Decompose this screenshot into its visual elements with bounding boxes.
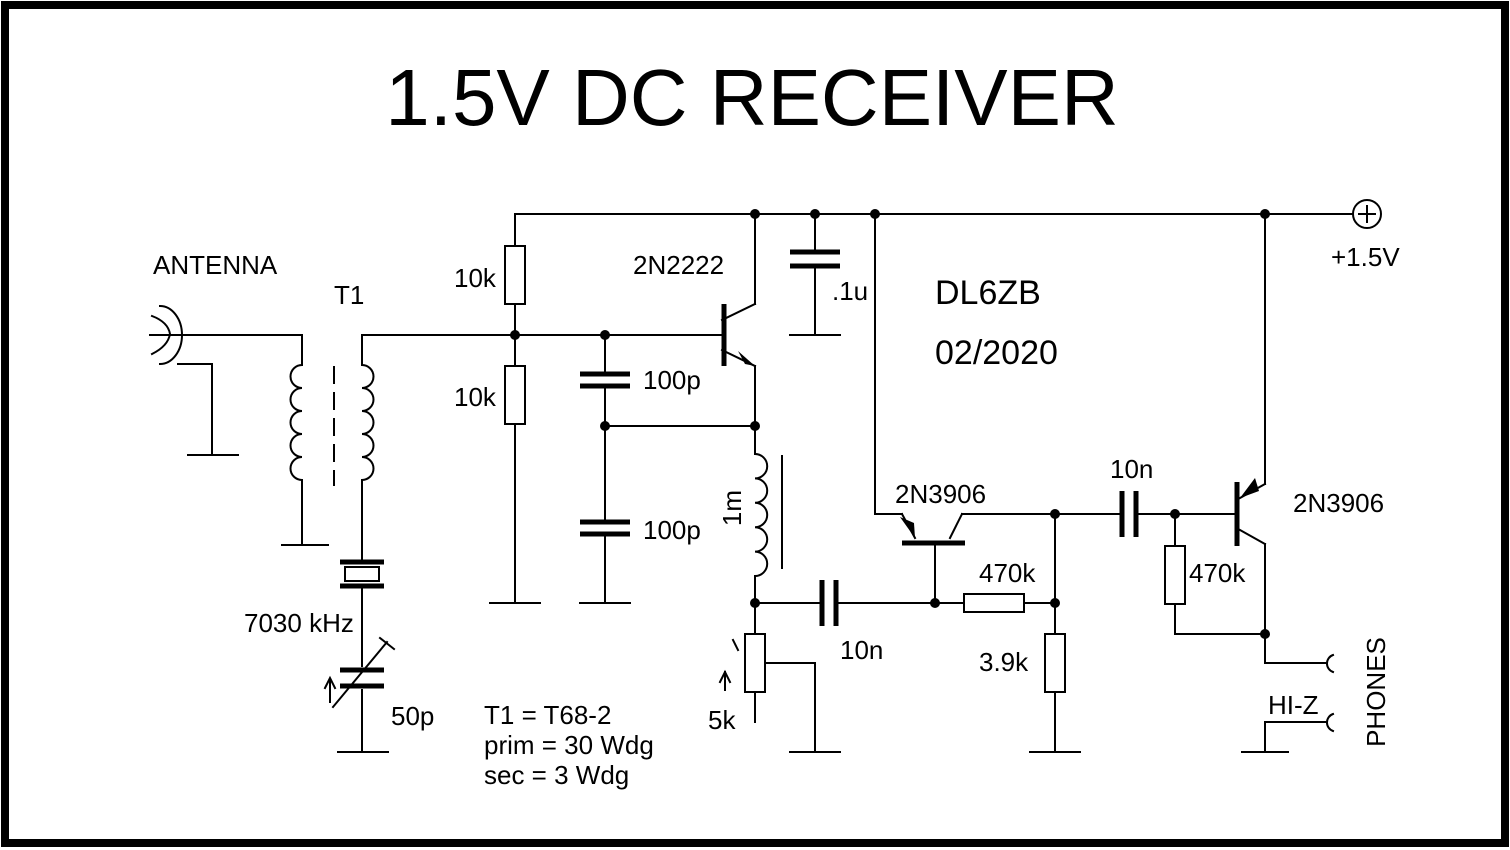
- label-r4: 3.9k: [979, 647, 1029, 677]
- diagram-title: 1.5V DC RECEIVER: [385, 53, 1119, 142]
- capacitor-c1: [580, 371, 630, 389]
- resistor-r2: [504, 365, 526, 425]
- note-line-1: T1 = T68-2: [484, 700, 611, 730]
- label-r2: 10k: [454, 382, 497, 412]
- junction-dots: [510, 209, 1270, 639]
- label-q3: 2N3906: [1293, 488, 1384, 518]
- label-vcap: 50p: [391, 701, 434, 731]
- label-r5: 470k: [1189, 558, 1246, 588]
- resistor-r1: [504, 245, 526, 305]
- diagram-date: 02/2020: [935, 334, 1058, 372]
- label-antenna: ANTENNA: [153, 250, 278, 280]
- label-c-bypass: .1u: [832, 276, 868, 306]
- transistor-q2: [900, 517, 965, 546]
- capacitor-c3: [819, 580, 839, 626]
- label-l1: 1m: [717, 490, 747, 526]
- transformer-t1: [289, 363, 375, 486]
- label-r3: 470k: [979, 558, 1036, 588]
- note-line-2: prim = 30 Wdg: [484, 730, 654, 760]
- label-q2: 2N3906: [895, 479, 986, 509]
- label-phones: PHONES: [1361, 637, 1391, 747]
- transistor-q1: [721, 304, 755, 366]
- resistor-r4: [1044, 633, 1066, 693]
- label-crystal: 7030 kHz: [244, 608, 354, 638]
- label-hiz: HI-Z: [1268, 690, 1319, 720]
- variable-capacitor-icon: [323, 636, 396, 709]
- label-q1: 2N2222: [633, 250, 724, 280]
- capacitor-c4: [1119, 491, 1139, 537]
- crystal-icon: [340, 559, 384, 589]
- label-t1: T1: [334, 280, 364, 310]
- supply-terminal-icon: [1352, 199, 1382, 229]
- label-c4: 10n: [1110, 454, 1153, 484]
- antenna-icon: [149, 304, 188, 366]
- label-c2: 100p: [643, 515, 701, 545]
- resistor-r5: [1164, 545, 1186, 605]
- label-r1: 10k: [454, 263, 497, 293]
- author-callsign: DL6ZB: [935, 274, 1041, 312]
- wires: [177, 213, 1353, 753]
- label-supply: +1.5V: [1331, 242, 1400, 272]
- label-pot: 5k: [708, 705, 736, 735]
- inductor-l1: [753, 452, 783, 578]
- capacitor-bypass: [790, 249, 840, 269]
- phones-jack-icon: [1326, 653, 1335, 733]
- transistor-q3: [1234, 478, 1259, 546]
- capacitor-c2: [580, 519, 630, 537]
- note-line-3: sec = 3 Wdg: [484, 760, 629, 790]
- potentiometer-icon: [718, 633, 766, 693]
- label-c3: 10n: [840, 635, 883, 665]
- resistor-r3: [963, 593, 1025, 613]
- label-c1: 100p: [643, 365, 701, 395]
